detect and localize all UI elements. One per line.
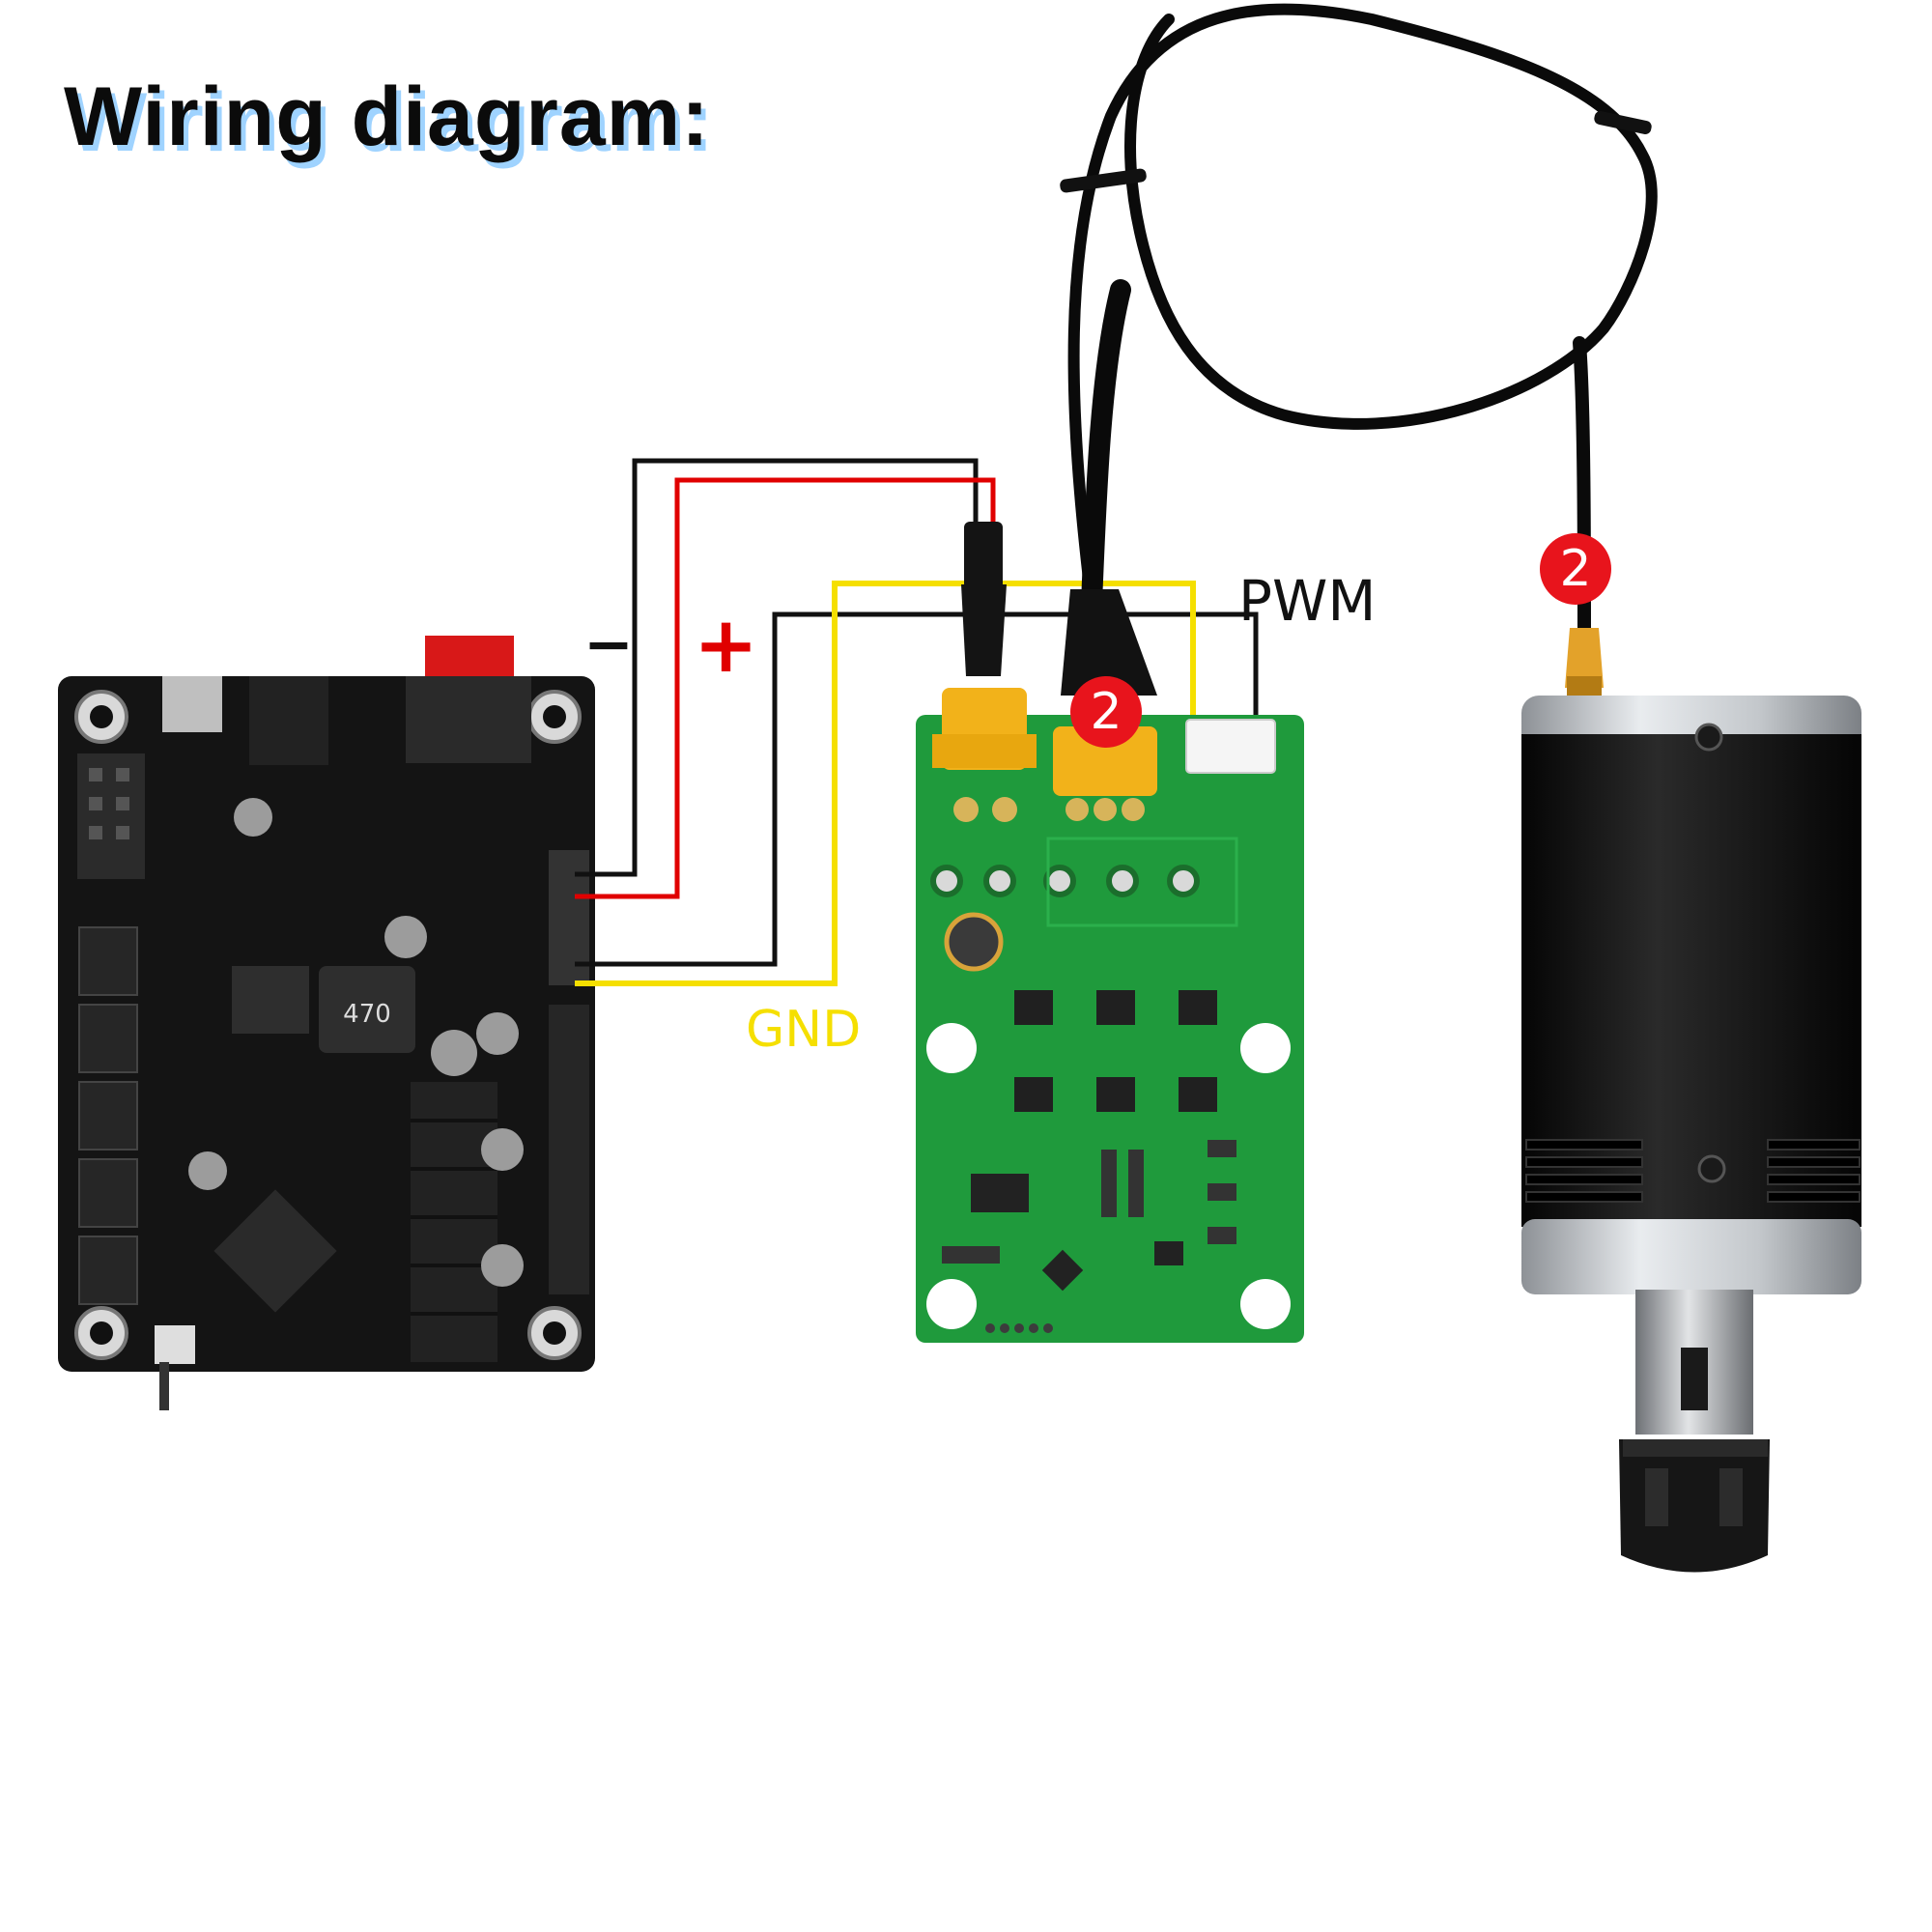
wire-gnd xyxy=(575,581,1196,986)
cable-tie xyxy=(1594,111,1652,134)
mosfets xyxy=(1014,990,1217,1112)
wire-negative xyxy=(575,458,979,877)
wire-pwm xyxy=(575,611,1259,967)
phase-plug xyxy=(1061,589,1157,696)
power-plug xyxy=(961,522,1007,676)
controller-board: 470 xyxy=(58,636,595,1410)
driver-capacitor xyxy=(944,912,1004,972)
inductor xyxy=(319,966,415,1053)
svg-text:470: 470 xyxy=(343,1000,391,1029)
motor-body xyxy=(1521,734,1861,1227)
dc-jack xyxy=(249,676,328,765)
reset-button xyxy=(155,1325,195,1364)
connection-badge-motor: 2 xyxy=(1540,533,1611,605)
pwm-label: PWM xyxy=(1238,568,1377,634)
connection-badge-driver: 2 xyxy=(1070,676,1142,748)
wires xyxy=(575,458,1259,986)
negative-label: − xyxy=(583,609,634,679)
capacitors xyxy=(188,798,524,1287)
motor-bottom-cap xyxy=(1521,1219,1861,1294)
xt-phase-connector xyxy=(1053,726,1157,796)
gnd-label: GND xyxy=(746,1001,862,1059)
motor-driver-board xyxy=(916,688,1304,1343)
driver-ic xyxy=(971,1174,1029,1212)
usb-port xyxy=(162,676,222,732)
stepper-connectors xyxy=(78,926,138,1305)
er-collet-nut xyxy=(1619,1439,1770,1573)
positive-label: + xyxy=(694,600,759,690)
signal-connector xyxy=(1185,719,1276,774)
driver-mounting-holes xyxy=(926,1023,1291,1329)
mounting-holes xyxy=(74,690,582,1360)
motor-vents xyxy=(1525,1139,1861,1203)
brushless-spindle-motor xyxy=(1521,628,1861,1573)
diagram-title: Wiring diagram: xyxy=(64,71,710,163)
wire-positive xyxy=(575,477,996,899)
heatsink xyxy=(411,1082,497,1362)
cable-tie xyxy=(1060,168,1147,193)
